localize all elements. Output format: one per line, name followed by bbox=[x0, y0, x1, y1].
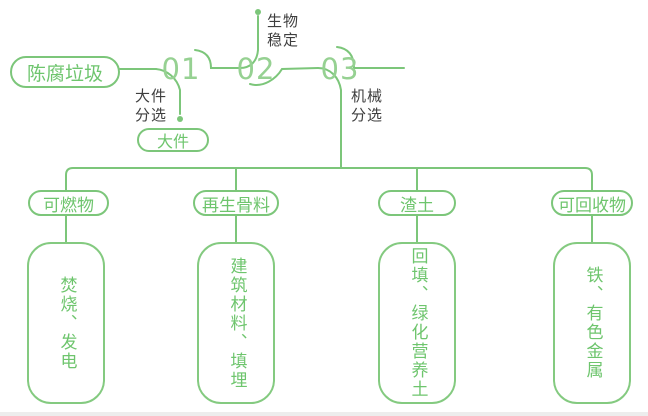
bottom-divider bbox=[0, 412, 648, 416]
flow-line-01-02 bbox=[194, 49, 241, 69]
output-text: 建筑材料、填埋 bbox=[226, 256, 247, 390]
output-text: 回填、绿化营养土 bbox=[407, 247, 428, 399]
connector-dot bbox=[255, 9, 261, 15]
flow-line-02-03 bbox=[249, 67, 319, 86]
step-number-1: 01 bbox=[161, 52, 201, 86]
output-text: 铁、有色金属 bbox=[582, 266, 603, 380]
category-pill-combustibles: 可燃物 bbox=[28, 190, 109, 216]
biological-stabilization-label: 生物 稳定 bbox=[267, 12, 300, 49]
step-number-2: 02 bbox=[236, 52, 276, 86]
output-box-backfill: 回填、绿化营养土 bbox=[378, 242, 456, 404]
root-pill: 陈腐垃圾 bbox=[10, 56, 120, 88]
output-text: 焚烧、发电 bbox=[56, 275, 77, 371]
category-pill-slag-soil: 渣土 bbox=[378, 190, 456, 216]
connector-dot bbox=[177, 116, 183, 122]
category-pill-recycled-aggregate: 再生骨料 bbox=[193, 190, 279, 216]
mechanical-sorting-label: 机械 分选 bbox=[351, 87, 384, 124]
step-number-3: 03 bbox=[320, 52, 360, 86]
branch-bio-stem bbox=[239, 15, 259, 69]
distribution-bar bbox=[65, 167, 593, 191]
branch-bulky-stem bbox=[155, 68, 181, 115]
branch-mech-stem bbox=[317, 67, 342, 169]
output-box-metals: 铁、有色金属 bbox=[553, 242, 631, 404]
output-box-incineration: 焚烧、发电 bbox=[27, 242, 105, 404]
bulky-sorting-label: 大件 分选 bbox=[135, 87, 168, 124]
bulky-item-pill: 大件 bbox=[137, 128, 209, 152]
category-pill-recyclables: 可回收物 bbox=[551, 190, 633, 216]
flow-line-03-end bbox=[336, 46, 405, 69]
output-box-building-materials: 建筑材料、填埋 bbox=[197, 242, 275, 404]
